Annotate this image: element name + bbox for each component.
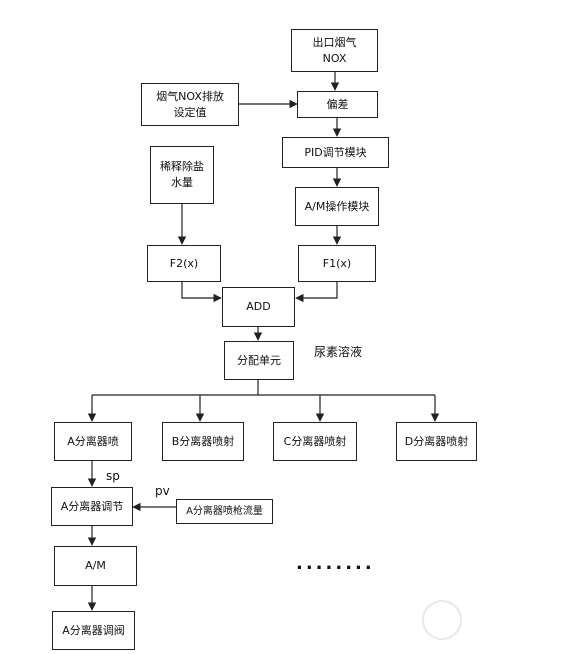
am-module-box: A/M操作模块	[295, 187, 379, 226]
setpoint-line2: 设定值	[173, 105, 207, 119]
dilution-line1: 稀释除盐	[160, 160, 204, 173]
d-spray-box: D分离器喷射	[396, 422, 477, 461]
arrow-f1-add	[295, 282, 338, 303]
am-bottom-box: A/M	[54, 546, 137, 586]
distribution-unit-label: 分配单元	[237, 353, 281, 367]
a-valve-box: A分离器调阀	[52, 611, 135, 650]
setpoint-line1: 烟气NOX排放	[156, 89, 224, 103]
a-regulate-label: A分离器调节	[60, 499, 124, 513]
urea-solution-label: 尿素溶液	[314, 345, 363, 359]
pv-label: pv	[155, 484, 170, 498]
sp-label: sp	[106, 469, 120, 483]
a-spray-label: A分离器喷	[67, 434, 119, 448]
a-flow-label: A分离器喷枪流量	[186, 505, 263, 517]
a-valve-label: A分离器调阀	[62, 623, 125, 637]
c-spray-label: C分离器喷射	[283, 434, 347, 448]
f2-box: F2(x)	[147, 245, 221, 282]
pid-label: PID调节模块	[304, 145, 367, 159]
pid-box: PID调节模块	[282, 137, 389, 168]
b-spray-label: B分离器喷射	[171, 434, 235, 448]
watermark-logo	[422, 600, 462, 640]
deviation-label: 偏差	[326, 97, 349, 111]
distribution-unit-box: 分配单元	[224, 341, 294, 380]
a-spray-box: A分离器喷	[54, 422, 132, 461]
a-flow-box: A分离器喷枪流量	[176, 499, 273, 524]
am-module-label: A/M操作模块	[304, 199, 370, 213]
outlet-nox-line1: 出口烟气	[312, 35, 357, 49]
arrow-f2-add	[181, 282, 222, 303]
d-spray-label: D分离器喷射	[404, 434, 469, 448]
dilution-box: 稀释除盐 水量	[150, 146, 214, 204]
f2-label: F2(x)	[169, 256, 199, 270]
a-regulate-box: A分离器调节	[51, 487, 133, 526]
f1-label: F1(x)	[322, 256, 352, 270]
add-label: ADD	[246, 300, 271, 313]
dilution-line2: 水量	[171, 176, 193, 189]
am-bottom-label: A/M	[85, 559, 106, 572]
c-spray-box: C分离器喷射	[273, 422, 357, 461]
outlet-nox-box: 出口烟气 NOX	[291, 29, 378, 72]
b-spray-box: B分离器喷射	[162, 422, 244, 461]
f1-box: F1(x)	[298, 245, 376, 282]
deviation-box: 偏差	[297, 91, 378, 118]
setpoint-box: 烟气NOX排放 设定值	[141, 83, 239, 126]
outlet-nox-line2: NOX	[322, 51, 347, 65]
add-box: ADD	[222, 287, 295, 327]
ellipsis: ........	[296, 553, 375, 574]
